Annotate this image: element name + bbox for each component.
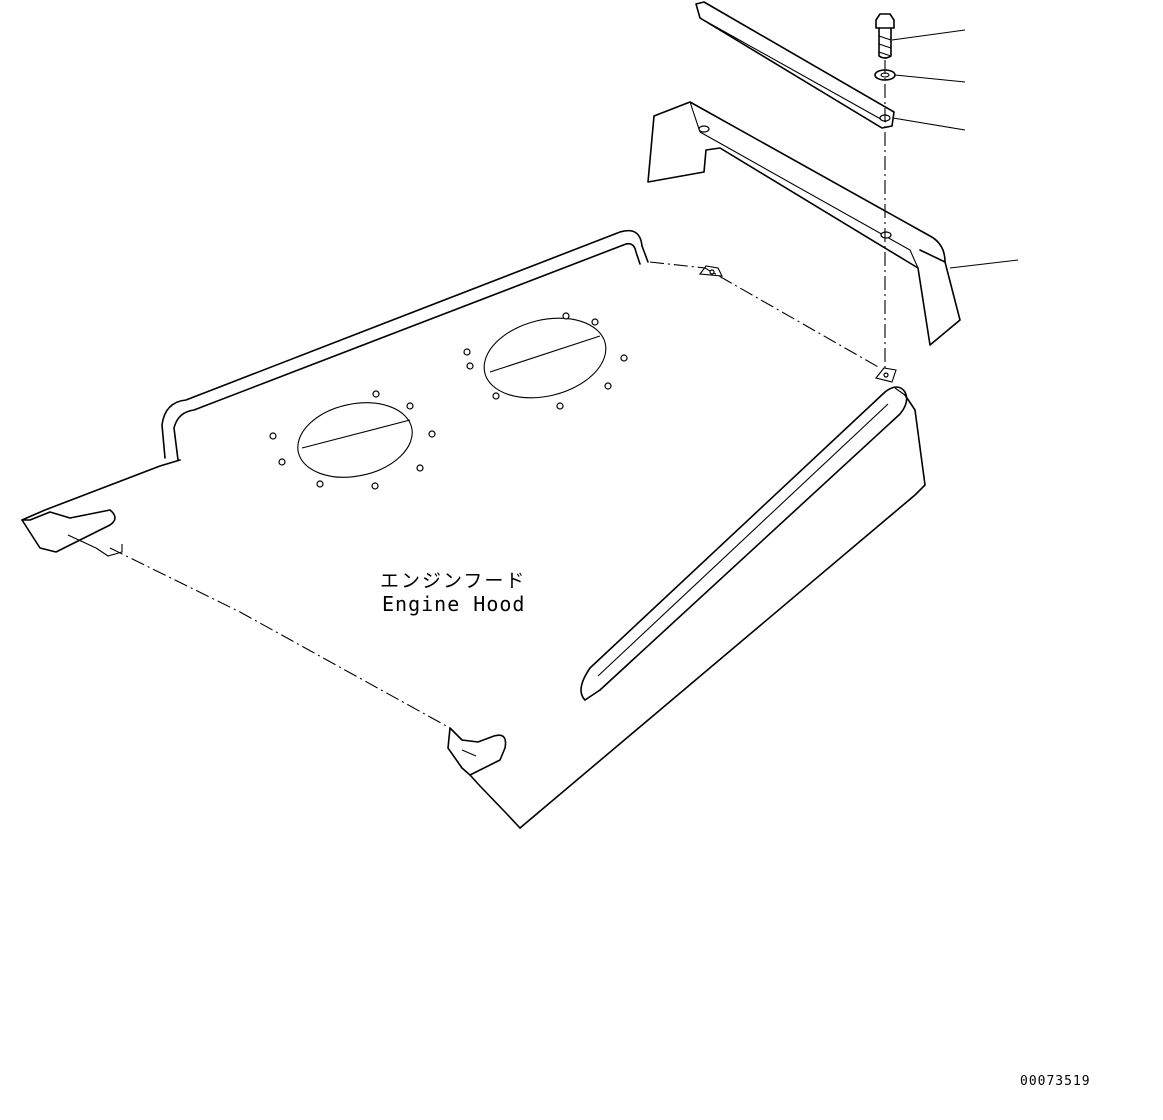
hood-side-cover xyxy=(647,101,961,346)
mounting-bracket-strip xyxy=(695,1,895,129)
engine-hood-label-english: Engine Hood xyxy=(382,592,526,616)
hood-mount-tab-left xyxy=(698,265,723,277)
drawing-number: 00073519 xyxy=(1020,1074,1091,1089)
engine-hood-side-rail xyxy=(580,386,908,701)
engine-hood-panel xyxy=(21,261,926,829)
hood-opening-right xyxy=(463,312,628,410)
hood-mount-tab-right xyxy=(875,367,897,383)
engine-hood-handrail xyxy=(161,229,649,461)
engine-hood-label-japanese: エンジンフード xyxy=(380,570,527,592)
right-latch-bracket xyxy=(447,727,507,776)
leader-lines xyxy=(891,29,1019,269)
hood-opening-left xyxy=(269,390,436,490)
bolt xyxy=(875,13,895,59)
left-latch-bracket xyxy=(21,509,123,557)
